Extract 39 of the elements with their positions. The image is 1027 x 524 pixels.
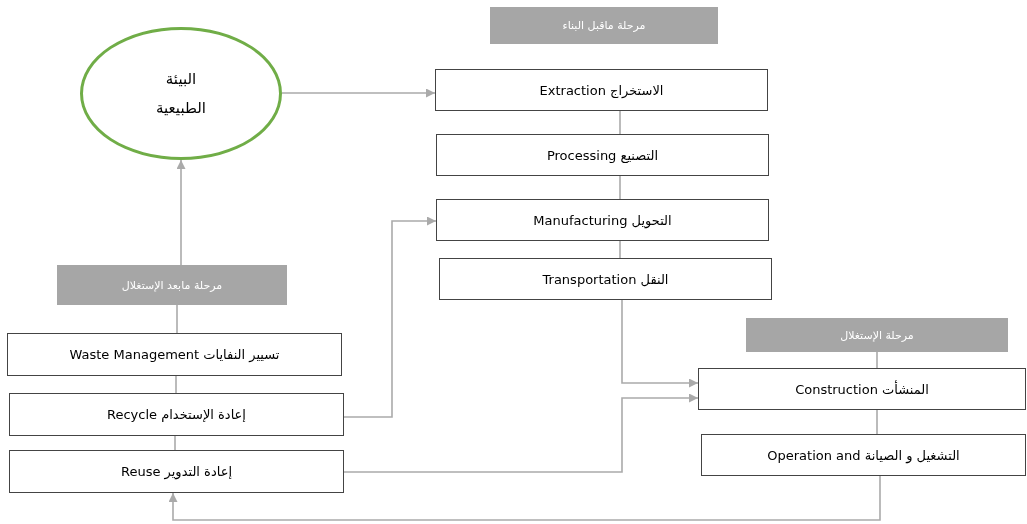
process-box [439,258,772,300]
step-label: إعادة التدوير Reuse [120,464,233,479]
connector-line [876,351,878,369]
phase-header-band [490,7,718,44]
process-box [7,333,342,376]
step-label: المنشأت Construction [795,381,929,397]
step-label: التشغيل و الصيانة Operation and [767,447,960,463]
connector-line [619,175,621,200]
process-box [698,368,1026,410]
connector-line [876,409,878,435]
connector-line [176,304,178,334]
step-label: تسيير النفايات Waste Management [69,347,280,362]
arrow [176,159,186,266]
step-label: الاستخراج Extraction [539,82,664,98]
connector-line [175,375,177,394]
process-box [701,434,1026,476]
ellipse-label: البيئة الطبيعية [155,69,207,119]
connector-line [174,435,176,451]
phase-header-band [57,265,287,305]
arrow [168,475,881,521]
arrow [343,393,699,473]
process-box [9,393,344,436]
phase-header-band [746,318,1008,352]
phase-title: مرحلة ماقبل البناء [562,19,646,32]
connector-line [619,110,621,135]
phase-title: مرحلة الإستغلال [840,328,914,342]
process-box [9,450,344,493]
process-box [435,69,768,111]
arrow [343,216,437,418]
process-box [436,134,769,176]
arrow [281,88,436,98]
step-label: التصنيع Processing [546,147,659,163]
process-box [436,199,769,241]
arrow [621,299,699,388]
step-label: التحويل Manufacturing [533,212,672,228]
step-label: إعادة الإستخدام Recycle [107,407,246,422]
phase-title: مرحلة مابعد الإستغلال [121,278,223,292]
step-label: النقل Transportation [542,271,669,287]
connector-line [619,240,621,259]
